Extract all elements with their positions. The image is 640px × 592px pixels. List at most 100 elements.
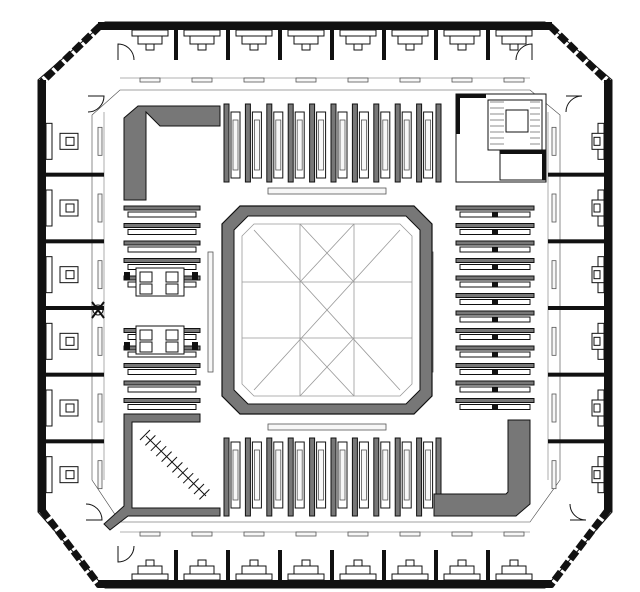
shelf-row-right-tick [492, 212, 498, 217]
corridor-light-right [551, 126, 557, 156]
shelf-row-right [455, 310, 535, 316]
reading-table-1-chair-d [165, 283, 179, 295]
shelf-bottom [416, 437, 423, 517]
seat-right [593, 136, 601, 146]
shelf-row-left [123, 240, 201, 246]
carrel-seat-bottom [353, 559, 363, 567]
shelf-bottom [309, 437, 316, 517]
reading-table-2-chair-d [165, 341, 179, 353]
shelf-top [266, 103, 273, 183]
desk-divider-left [46, 172, 104, 177]
door-e-upper [565, 95, 583, 113]
shelf-inner-bottom [296, 449, 303, 501]
carrel-divider-bottom [434, 550, 438, 580]
shelf-row-right-tick [492, 282, 498, 287]
carrel-desk-bottom [131, 573, 169, 581]
desk-divider-left [46, 239, 104, 244]
desk-divider-left [46, 439, 104, 444]
corridor-light-right [551, 326, 557, 356]
corridor-light-left [97, 460, 103, 490]
reading-table-1-chair-c [139, 283, 153, 295]
se-l-wall [433, 419, 531, 517]
shelf-row-left-aisle [127, 404, 197, 410]
atrium-bar-left [207, 251, 214, 373]
carrel-seat-top [457, 43, 467, 51]
carrel-chair-top [397, 35, 423, 45]
carrel-divider-top [486, 30, 490, 60]
seat-right [593, 470, 601, 480]
shelf-row-left [123, 363, 201, 368]
atrium-glass-edge [241, 223, 413, 397]
corridor-light-top [503, 77, 525, 83]
door-w-lower [85, 503, 103, 521]
carrel-chair-top [189, 35, 215, 45]
stacks-top [223, 103, 442, 183]
corner-wall-ne [547, 23, 611, 85]
shelf-inner-bottom [318, 449, 325, 501]
perimeter-desks-left [45, 122, 104, 494]
reading-table-1-chair-b [165, 271, 179, 283]
carrel-desk-top [287, 29, 325, 37]
corridor-light-top [139, 77, 161, 83]
ne-core-black-2 [542, 150, 546, 180]
shelf-row-left-aisle [127, 229, 197, 235]
corner-wall-se [547, 507, 611, 589]
perimeter-desks-right [548, 122, 605, 494]
desk-divider-right [548, 372, 604, 377]
corridor-light-bottom [191, 531, 213, 537]
shelf-top [416, 103, 423, 183]
desk-left [45, 322, 53, 360]
carrel-chair-bottom [189, 565, 215, 575]
carrel-seat-top [353, 43, 363, 51]
sw-stair-rail [145, 435, 207, 497]
nw-corner-wall [123, 105, 221, 201]
desk-divider-right [548, 306, 604, 310]
shelf-inner-top [382, 119, 389, 171]
door-ne [515, 43, 533, 61]
carrel-divider-bottom [174, 550, 178, 580]
desk-divider-right [548, 439, 604, 444]
shelf-inner-top [425, 119, 432, 171]
shelf-top [309, 103, 316, 183]
shelf-row-right-tick [492, 229, 498, 235]
shelf-top [244, 103, 251, 183]
carrel-seat-bottom [509, 559, 519, 567]
carrel-seat-bottom [145, 559, 155, 567]
desk-left [45, 122, 53, 160]
carrel-divider-bottom [382, 550, 386, 580]
shelf-row-right-tick [492, 334, 498, 340]
shelf-inner-top [296, 119, 303, 171]
carrel-divider-top [434, 30, 438, 60]
shelf-inner-bottom [382, 449, 389, 501]
shelf-row-right-tick [492, 264, 498, 270]
ne-stair-treads [490, 101, 540, 145]
carrel-desk-bottom [443, 573, 481, 581]
shelf-row-right [455, 223, 535, 228]
shelf-row-right-tick [492, 387, 498, 392]
stacks-left [123, 205, 201, 410]
carrel-seat-top [249, 43, 259, 51]
sw-stair-tread [139, 429, 151, 441]
desk-divider-right [548, 172, 604, 177]
door-nw [117, 43, 135, 61]
shelf-inner-bottom [403, 449, 410, 501]
carrel-seat-top [405, 43, 415, 51]
carrel-chair-bottom [449, 565, 475, 575]
doors [85, 43, 587, 563]
carrel-chair-top [501, 35, 527, 45]
desk-left [45, 389, 53, 427]
corridor-light-right [551, 193, 557, 223]
shelf-row-right-tick [492, 299, 498, 305]
carrel-chair-bottom [293, 565, 319, 575]
shelf-bottom [287, 437, 294, 517]
corridor-light-bottom [451, 531, 473, 537]
carrel-desk-bottom [235, 573, 273, 581]
desk-left [45, 189, 53, 227]
seat-right [593, 270, 601, 280]
shelf-bottom [373, 437, 380, 517]
corridor-light-bottom [503, 531, 525, 537]
shelf-top [287, 103, 294, 183]
reading-table-1-chair-a [139, 271, 153, 283]
corridor-light-top [451, 77, 473, 83]
column-symbol-west [91, 301, 105, 319]
